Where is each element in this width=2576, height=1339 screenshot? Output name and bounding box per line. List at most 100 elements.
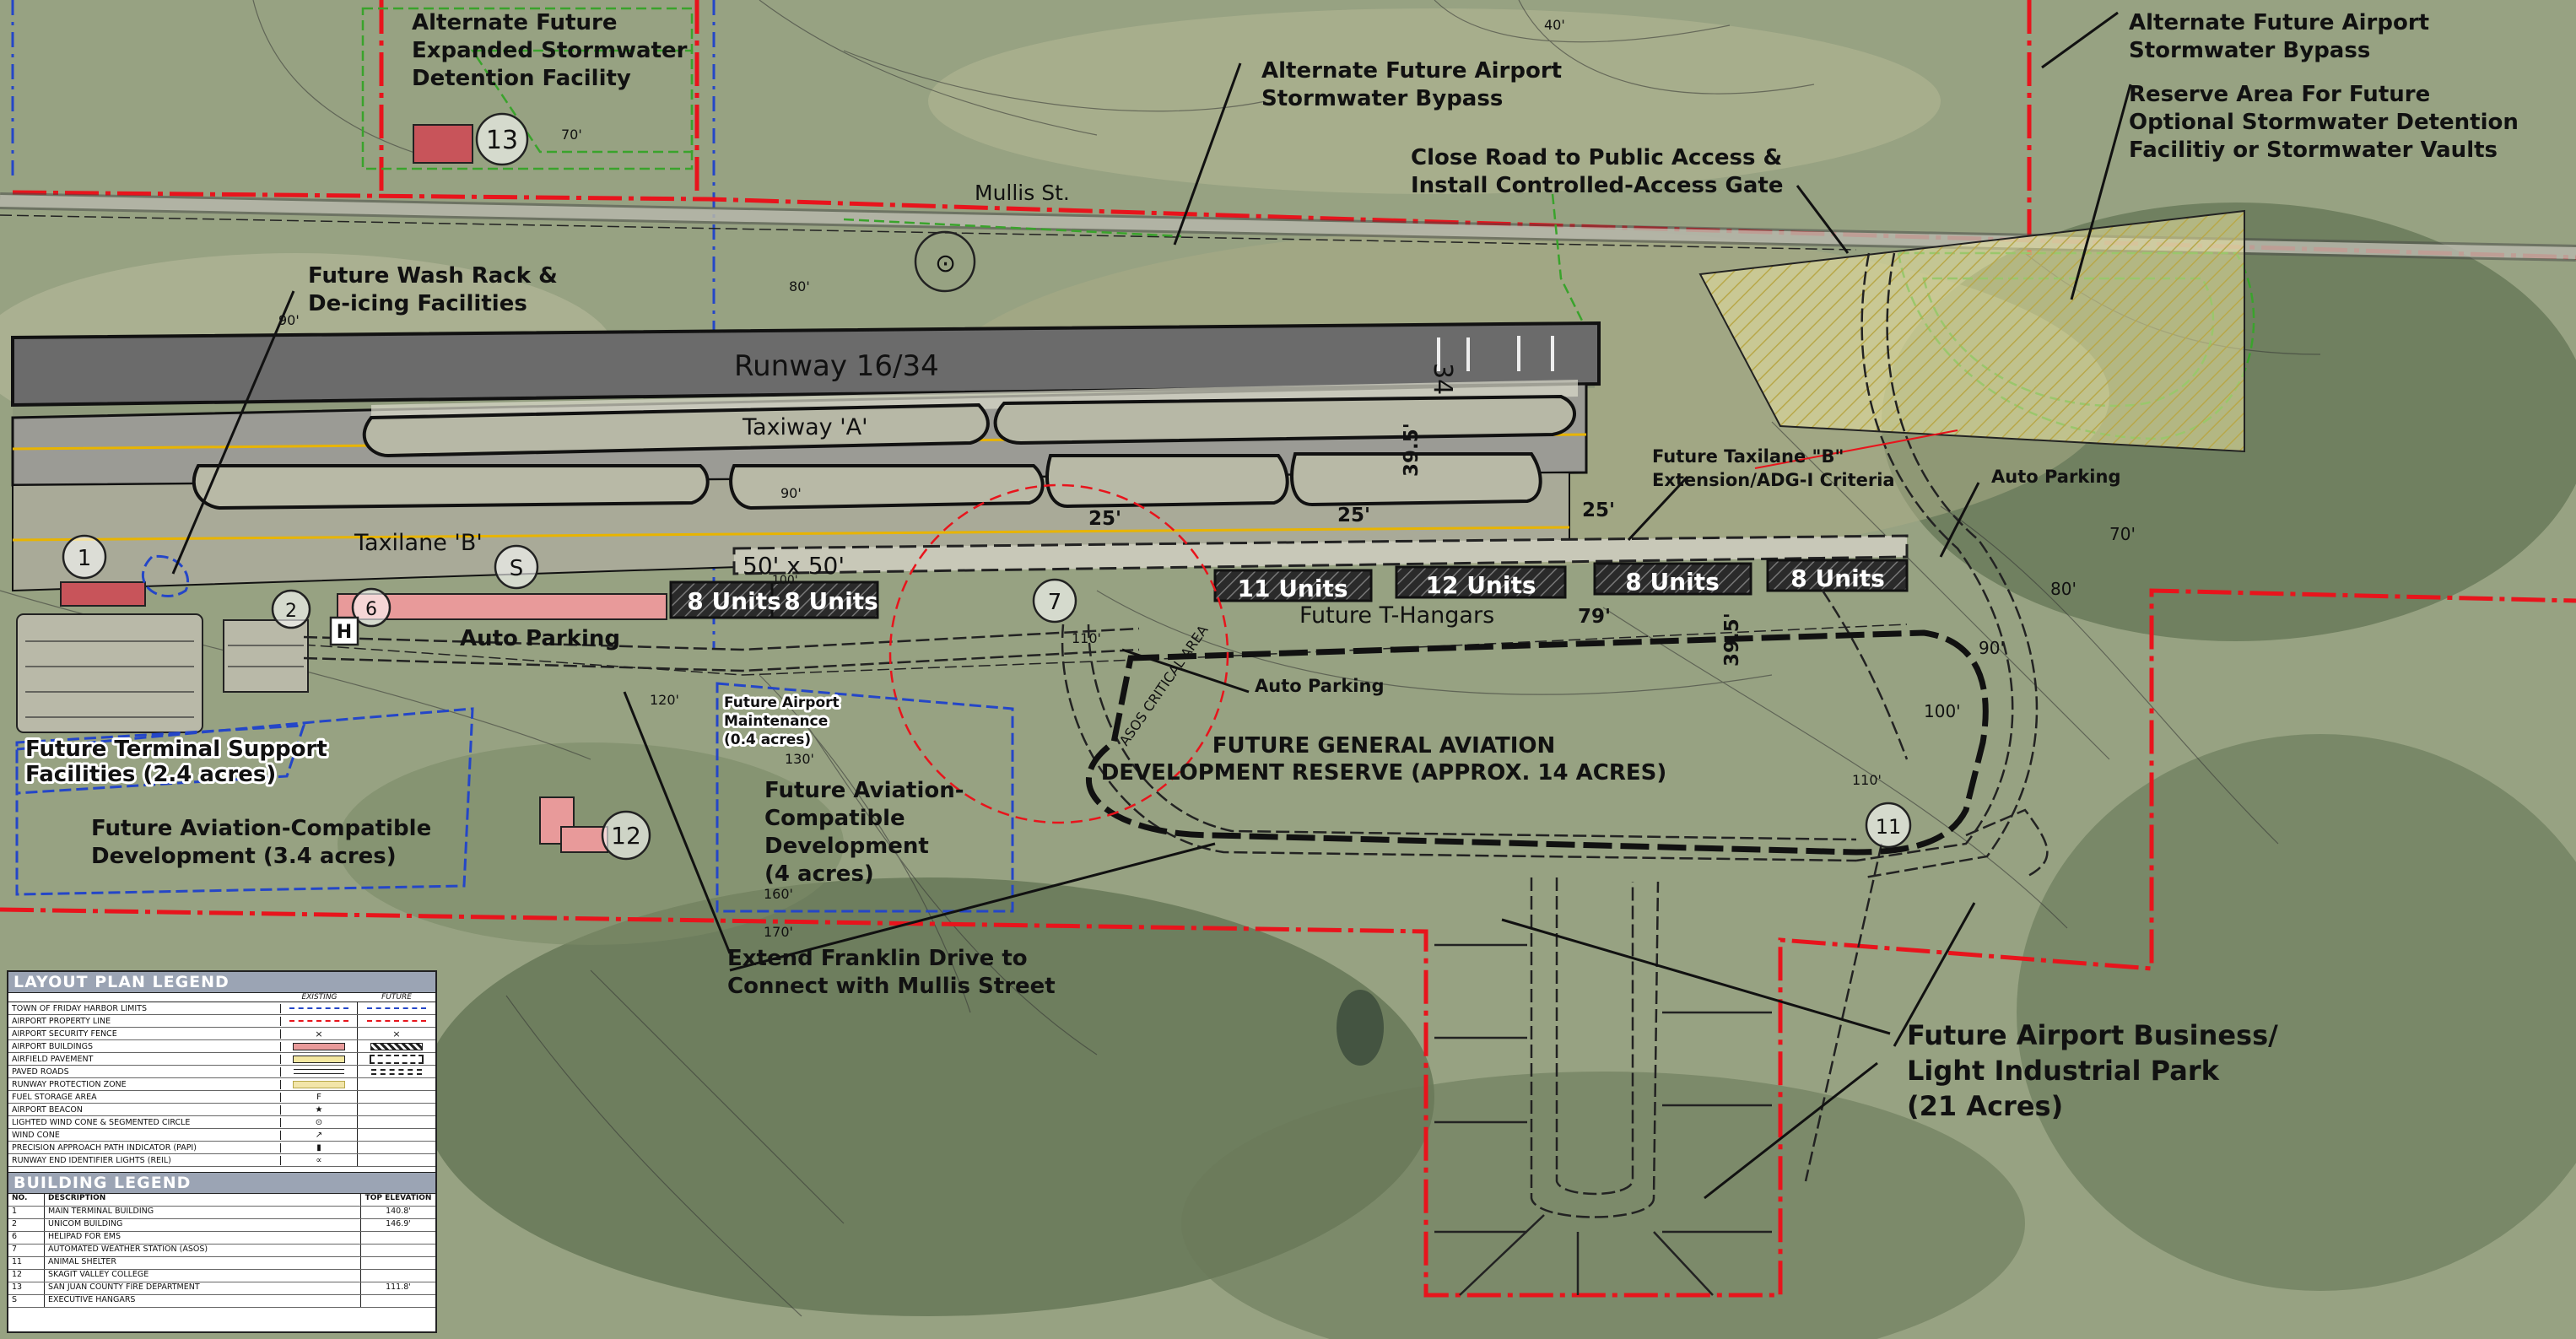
auto-parking-lots [16,613,309,733]
forest-patch [422,877,1434,1316]
label-taxilane-b-ext-line: Extension/ADG-I Criteria [1652,470,1895,490]
label-aviation-compat-left-line: Development (3.4 acres) [91,844,397,869]
label-aviation-compat-left-line: Future Aviation-Compatible [91,816,431,841]
layout-legend-row: AIRPORT BUILDINGS [8,1040,435,1053]
building-legend-elev: 146.9' [386,1219,411,1228]
bldg-S: S [510,556,524,581]
hangar-unit [1395,565,1567,599]
bldg-1: 1 [78,546,92,571]
label-franklin-line: Connect with Mullis Street [727,974,1056,999]
layout-legend-desc: WIND CONE [8,1130,281,1140]
label-aviation-compat-center-line: Compatible [764,806,905,831]
label-taxilane-b-ext: Future Taxilane "B" Extension/ADG-I Crite… [1652,446,1895,490]
business-park-lots [1434,943,1772,1296]
label-taxilane-b-ext-line: Future Taxilane "B" [1652,446,1844,467]
building-legend-no: 2 [8,1219,45,1231]
dim-25a: 25' [1088,508,1121,530]
hangar-unit [1593,562,1752,596]
label-business-park-line: Future Airport Business/ [1907,1019,2278,1051]
contour-120: 120' [650,692,679,708]
label-alt-bypass-left-line: Stormwater Bypass [1261,86,1503,111]
legend-symbol-existing: ↗ [281,1129,358,1141]
hangar-units-label-4: 8 Units [1625,568,1720,596]
layout-legend-desc: RUNWAY PROTECTION ZONE [8,1079,281,1089]
leader-lines [171,11,2132,1200]
building-legend-desc: SKAGIT VALLEY COLLEGE [45,1270,361,1282]
layout-legend-row: RUNWAY PROTECTION ZONE [8,1078,435,1091]
parking-stripes [25,640,304,718]
label-close-road-line: Install Controlled-Access Gate [1411,173,1783,198]
hangar-unit [1766,559,1909,592]
contour-70a: 70' [561,127,582,143]
col-desc: DESCRIPTION [45,1194,361,1206]
label-airport-maintenance-line: (0.4 acres) [724,732,811,748]
building-legend-elev: 111.8' [386,1282,411,1292]
label-alt-stormwater-detention-line: Detention Facility [412,66,631,91]
dim-25b: 25' [1337,505,1370,526]
town-limits-line [11,0,716,650]
legend-symbol-existing: ★ [281,1104,358,1115]
runway-end-number: 34 [1428,363,1457,395]
label-business-park: Future Airport Business/Light Industrial… [1907,1019,2278,1122]
forest-patch [1181,1072,2025,1339]
hangar-unit [1213,569,1373,602]
col-future: FUTURE [381,993,412,1002]
building-legend-no: 13 [8,1282,45,1294]
hangar-units-label-5: 8 Units [1790,564,1885,592]
label-alt-stormwater-detention-line: Alternate Future [412,10,617,35]
contour-110b: 110' [1852,772,1882,788]
label-wash-rack-line: Future Wash Rack & [308,263,558,289]
legend-symbol-future [358,1116,435,1128]
label-franklin: Extend Franklin Drive to Connect with Mul… [727,946,1056,999]
legend-symbol-future [358,1015,435,1027]
legend-symbol-future [358,1154,435,1166]
legend-symbol-existing [281,1066,358,1077]
legend-symbol-future [358,1104,435,1115]
legend-symbol-future [358,1142,435,1153]
building-legend-elev [361,1245,435,1256]
col-no: NO. [8,1194,45,1206]
building-legend-no: 12 [8,1270,45,1282]
legend-symbol-future [358,1129,435,1141]
label-reserve-area-line: Facilitiy or Stormwater Vaults [2129,138,2498,163]
label-future-t-hangars: Future T-Hangars [1299,602,1494,629]
future-zones [15,554,1014,913]
label-ga-reserve-line: FUTURE GENERAL AVIATION [1212,733,1555,759]
taxilane-b-label: Taxilane 'B' [354,530,483,556]
dim-79: 79' [1578,606,1611,628]
legend-symbol-future [358,1002,435,1014]
hangar-units-label-0: 8 Units [687,587,781,615]
contour-170: 170' [764,924,793,940]
legend-symbol-existing [281,1002,358,1014]
dim-25c: 25' [1582,499,1615,521]
mullis-street-label: Mullis St. [975,181,1070,205]
legend-symbol-future [358,1078,435,1090]
label-franklin-line: Extend Franklin Drive to [727,946,1028,971]
legend-symbol-existing: ⊙ [281,1116,358,1128]
legend-symbol-future: × [392,1028,401,1039]
legend-symbol-existing [281,1078,358,1090]
label-business-park-line: (21 Acres) [1907,1090,2063,1122]
building-legend-no: 6 [8,1232,45,1244]
pond [1337,990,1384,1066]
layout-legend-title: LAYOUT PLAN LEGEND [8,972,435,993]
label-ga-reserve-line: DEVELOPMENT RESERVE (APPROX. 14 ACRES) [1101,760,1667,786]
forest-patch [2017,734,2576,1291]
label-alt-stormwater-detention-line: Expanded Stormwater [412,38,688,63]
layout-legend-desc: FUEL STORAGE AREA [8,1092,281,1102]
legend-symbol-existing: ▮ [281,1142,358,1153]
bldg-11: 11 [1876,815,1902,839]
legend-symbol-existing [281,1015,358,1027]
layout-legend-desc: TOWN OF FRIDAY HARBOR LIMITS [8,1003,281,1013]
bldg-12: 12 [611,822,641,850]
